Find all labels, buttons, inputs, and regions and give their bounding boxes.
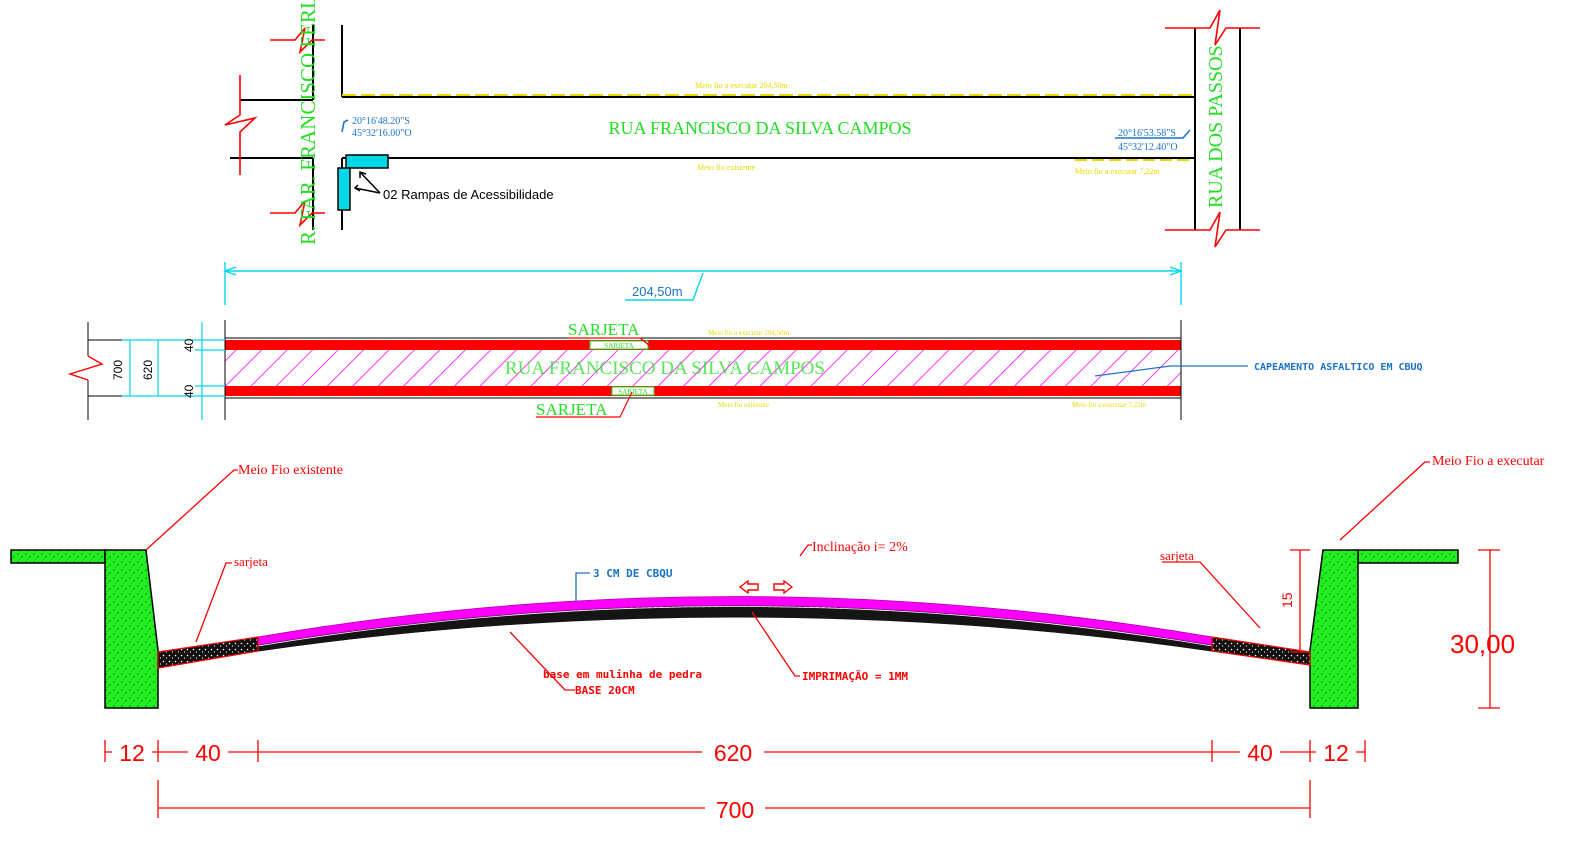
plan-note-top: Meio fio a executar 204,50m bbox=[695, 81, 788, 90]
dim-40-left-label: 40 bbox=[195, 740, 221, 766]
plan-view: RUA FRANCISCO DA SILVA CAMPOS R. FAR. FR… bbox=[224, 0, 1260, 248]
section-dim-40-bottom: 40 bbox=[182, 384, 196, 398]
section-dim-620: 620 bbox=[141, 360, 155, 380]
section-dim-40-top: 40 bbox=[182, 338, 196, 352]
meio-fio-existente-label: Meio Fio existente bbox=[238, 463, 343, 478]
horizontal-dimension-labels bbox=[112, 738, 1356, 821]
left-street-label: R. FAR. FRANCISCO FERIAS bbox=[296, 0, 320, 245]
capeamento-leader bbox=[1094, 365, 1248, 377]
ramp-1 bbox=[345, 154, 389, 169]
base-core bbox=[258, 607, 1212, 651]
sarjeta-leader-bottom bbox=[536, 391, 633, 418]
vertical-dimensions bbox=[1290, 549, 1500, 709]
break-lines-right bbox=[1165, 9, 1260, 248]
coord-right-lon: 45°32'12.40"O bbox=[1118, 142, 1178, 153]
plan-note-existing: Meio fio existente bbox=[697, 163, 756, 172]
dim-12-left-label: 12 bbox=[119, 740, 145, 766]
plan-note-right: Meio fio a executar 7,22m bbox=[1075, 167, 1160, 176]
ramps-label: 02 Rampas de Acessibilidade bbox=[383, 187, 554, 202]
main-street-label: RUA FRANCISCO DA SILVA CAMPOS bbox=[608, 118, 911, 138]
left-cross-street bbox=[230, 25, 343, 230]
coord-left-marker bbox=[341, 119, 349, 133]
dim-3000-label: 30,00 bbox=[1450, 629, 1515, 659]
right-cross-street bbox=[1194, 28, 1241, 230]
sidewalk-left bbox=[10, 549, 106, 564]
coord-left-lon: 45°32'16.00"O bbox=[352, 128, 412, 139]
sarjeta-bottom-label: SARJETA bbox=[536, 400, 608, 419]
hatched-paving bbox=[224, 344, 1182, 391]
gutter-bottom bbox=[225, 386, 1181, 396]
section-note-existing: Meio fio existente bbox=[718, 401, 769, 409]
sidewalk-right bbox=[1357, 549, 1459, 564]
gutter-left bbox=[157, 636, 259, 669]
sarjeta-box-top-label: SARJETA bbox=[604, 342, 633, 350]
ramp-2 bbox=[337, 167, 351, 211]
gutter-right bbox=[1211, 636, 1311, 666]
dim-12-right-label: 12 bbox=[1323, 740, 1349, 766]
sarjeta-left-label: sarjeta bbox=[234, 554, 268, 569]
coord-right-lat: 20°16'53.58"S bbox=[1118, 128, 1176, 139]
imprimacao-label: IMPRIMAÇÃO = 1MM bbox=[802, 670, 908, 683]
cbqu-leader bbox=[575, 572, 590, 602]
slope-direction-arrows bbox=[738, 579, 794, 595]
base-mulinha-label: base em mulinha de pedra bbox=[543, 668, 702, 681]
capeamento-label: CAPEAMENTO ASFALTICO EM CBUQ bbox=[1254, 362, 1423, 373]
section-note-right: Meio fio a executar 7,22m bbox=[1072, 401, 1147, 409]
dim-620-label: 620 bbox=[714, 740, 752, 766]
sarjeta-leader-top bbox=[568, 337, 651, 347]
right-street-label: RUA DOS PASSOS bbox=[1205, 45, 1227, 208]
section-left-dimensions bbox=[122, 322, 225, 420]
dim-40-right-label: 40 bbox=[1247, 740, 1273, 766]
meio-fio-executar-label: Meio Fio a executar bbox=[1432, 454, 1545, 469]
imprimacao-line bbox=[257, 606, 1213, 647]
sarjeta-box-bottom-label: SARJETA bbox=[618, 388, 647, 396]
sarjeta-top-label: SARJETA bbox=[568, 320, 640, 339]
break-lines-left bbox=[224, 27, 325, 228]
cbuq-layer bbox=[257, 596, 1213, 646]
section-left-frame bbox=[87, 322, 122, 420]
cross-section-leaders bbox=[145, 461, 1430, 691]
ramp-pointer-arrows bbox=[353, 170, 381, 194]
dim-15-label: 15 bbox=[1279, 592, 1295, 608]
inclinacao-label: Inclinação i= 2% bbox=[812, 540, 908, 555]
section-street-label: RUA FRANCISCO DA SILVA CAMPOS bbox=[505, 358, 825, 379]
base-20-label: BASE 20CM bbox=[575, 684, 635, 697]
section-plan: SARJETA SARJETA SARJETA SARJETA RUA FRAN… bbox=[67, 320, 1423, 420]
curb-left bbox=[104, 549, 159, 709]
sarjeta-right-label: sarjeta bbox=[1160, 548, 1194, 563]
cross-section: Meio Fio existente Meio Fio a executar s… bbox=[10, 454, 1545, 823]
main-street-edges bbox=[342, 96, 1195, 159]
sarjeta-box-bottom bbox=[611, 386, 655, 396]
section-left-break bbox=[67, 355, 104, 381]
coord-right-marker bbox=[1115, 129, 1191, 139]
gutter-top bbox=[225, 340, 1181, 350]
cbqu-label: 3 CM DE CBQU bbox=[593, 567, 673, 580]
section-dim-700: 700 bbox=[111, 360, 125, 380]
length-dimension: 204,50m bbox=[222, 262, 1184, 305]
coord-left-lat: 20°16'48.20"S bbox=[352, 116, 410, 127]
dim-700-label: 700 bbox=[716, 797, 754, 823]
curb-right bbox=[1309, 549, 1359, 709]
length-dimension-label: 204,50m bbox=[632, 284, 683, 299]
section-note-top: Meio fio a executar 204,50m bbox=[708, 329, 790, 337]
